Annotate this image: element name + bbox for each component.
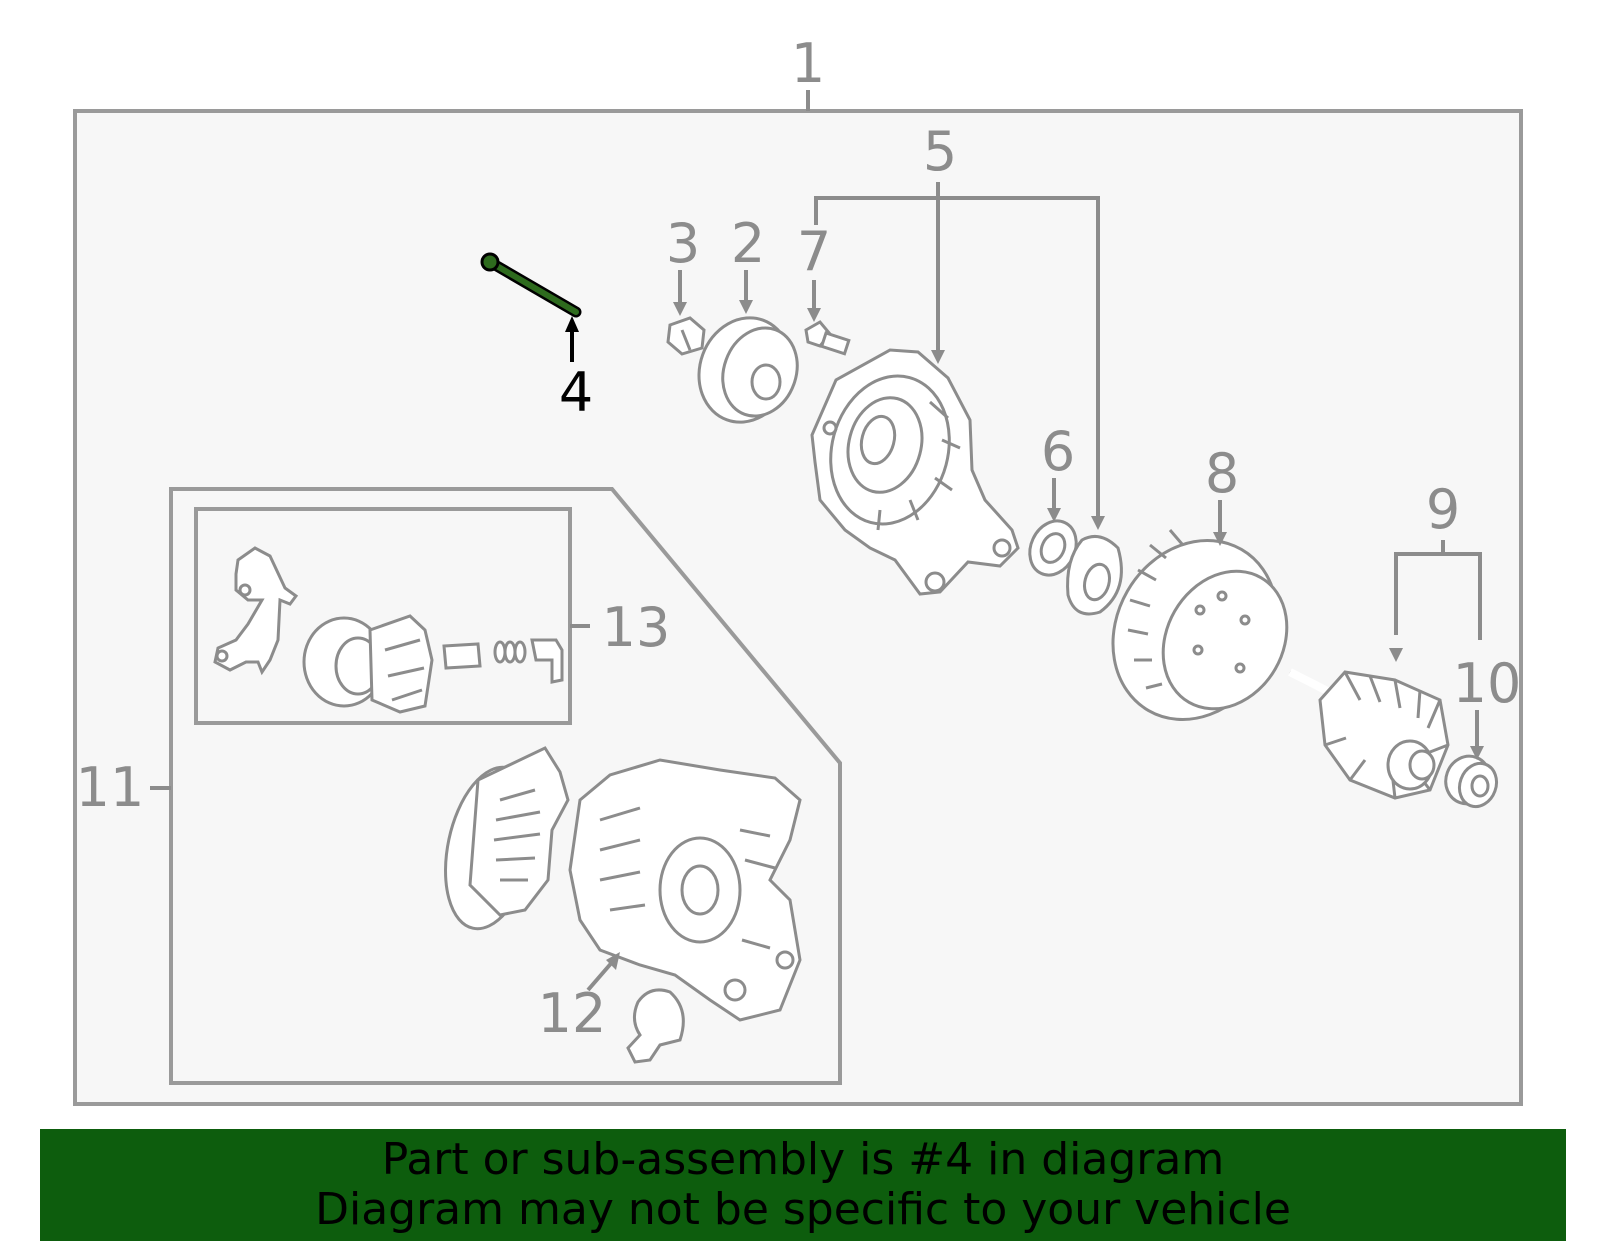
callout-2[interactable]: 2 xyxy=(731,212,765,275)
part-10-bearing[interactable] xyxy=(1439,750,1502,812)
callout-1[interactable]: 1 xyxy=(791,32,825,95)
callout-9[interactable]: 9 xyxy=(1426,478,1460,541)
part-13-regulator-brush-set[interactable] xyxy=(213,546,564,714)
part-8-stator[interactable] xyxy=(1081,510,1311,749)
banner-line-2: Diagram may not be specific to your vehi… xyxy=(315,1184,1291,1235)
part-5-front-housing[interactable] xyxy=(810,348,1020,596)
callout-13[interactable]: 13 xyxy=(602,596,671,659)
part-3-nut[interactable] xyxy=(666,316,706,356)
part-9-rotor[interactable] xyxy=(1288,668,1450,800)
part-12-rear-housing[interactable] xyxy=(432,746,802,1064)
callout-3[interactable]: 3 xyxy=(666,212,700,275)
info-banner: Part or sub-assembly is #4 in diagram Di… xyxy=(40,1129,1566,1241)
callout-7[interactable]: 7 xyxy=(797,220,831,283)
callout-8[interactable]: 8 xyxy=(1205,442,1239,505)
part-7-screw[interactable] xyxy=(804,320,851,356)
part-2-pulley[interactable] xyxy=(685,305,810,435)
callout-4[interactable]: 4 xyxy=(559,361,593,424)
callout-5[interactable]: 5 xyxy=(923,120,957,183)
callout-10[interactable]: 10 xyxy=(1453,652,1522,715)
part-4-bolt[interactable] xyxy=(480,252,582,318)
part-5-gasket[interactable] xyxy=(1066,534,1123,616)
banner-line-1: Part or sub-assembly is #4 in diagram xyxy=(381,1134,1225,1185)
callout-12[interactable]: 12 xyxy=(538,982,607,1045)
callout-11[interactable]: 11 xyxy=(76,756,145,819)
callout-6[interactable]: 6 xyxy=(1041,420,1075,483)
